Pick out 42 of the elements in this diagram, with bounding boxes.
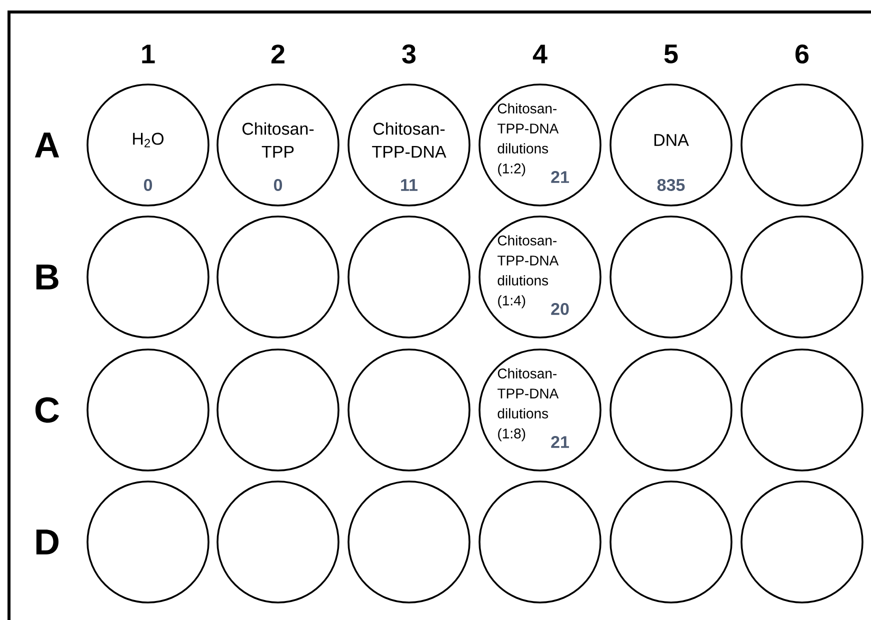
sample-label: Chitosan-TPP-DNA [372,122,446,158]
well [478,216,602,338]
well [216,348,340,472]
count-value: 11 [401,179,418,191]
well [478,348,602,472]
column-number: 2 [271,44,284,64]
well [740,84,864,206]
well [348,480,470,604]
column-number: 6 [795,44,809,64]
column-number: 3 [402,44,416,64]
column-number: 4 [532,44,548,64]
well [216,480,340,604]
well [86,216,210,338]
well [740,480,864,604]
row-letter: B [36,264,58,290]
well [610,216,732,338]
well [348,348,470,472]
sample-label: Chitosan-TPP [242,122,314,158]
well [216,216,340,338]
well [478,84,602,206]
well [216,84,340,206]
well [348,84,470,206]
sample-label: DNA [654,134,689,146]
column-number: 5 [664,44,678,64]
well [86,348,210,472]
well [610,348,732,472]
row-letter: D [36,530,58,554]
count-value: 0 [144,178,152,192]
well [610,84,732,206]
count-value: 835 [657,178,685,192]
column-number: 1 [142,44,155,64]
well [610,480,732,604]
well [86,480,210,604]
count-value: 0 [274,178,282,192]
row-letter: C [35,397,60,423]
well [86,84,210,206]
well [478,480,602,604]
well [740,348,864,472]
sample-label: H$_{2}$O [133,132,164,148]
well [740,216,864,338]
row-letter: A [34,132,60,158]
well [348,216,470,338]
